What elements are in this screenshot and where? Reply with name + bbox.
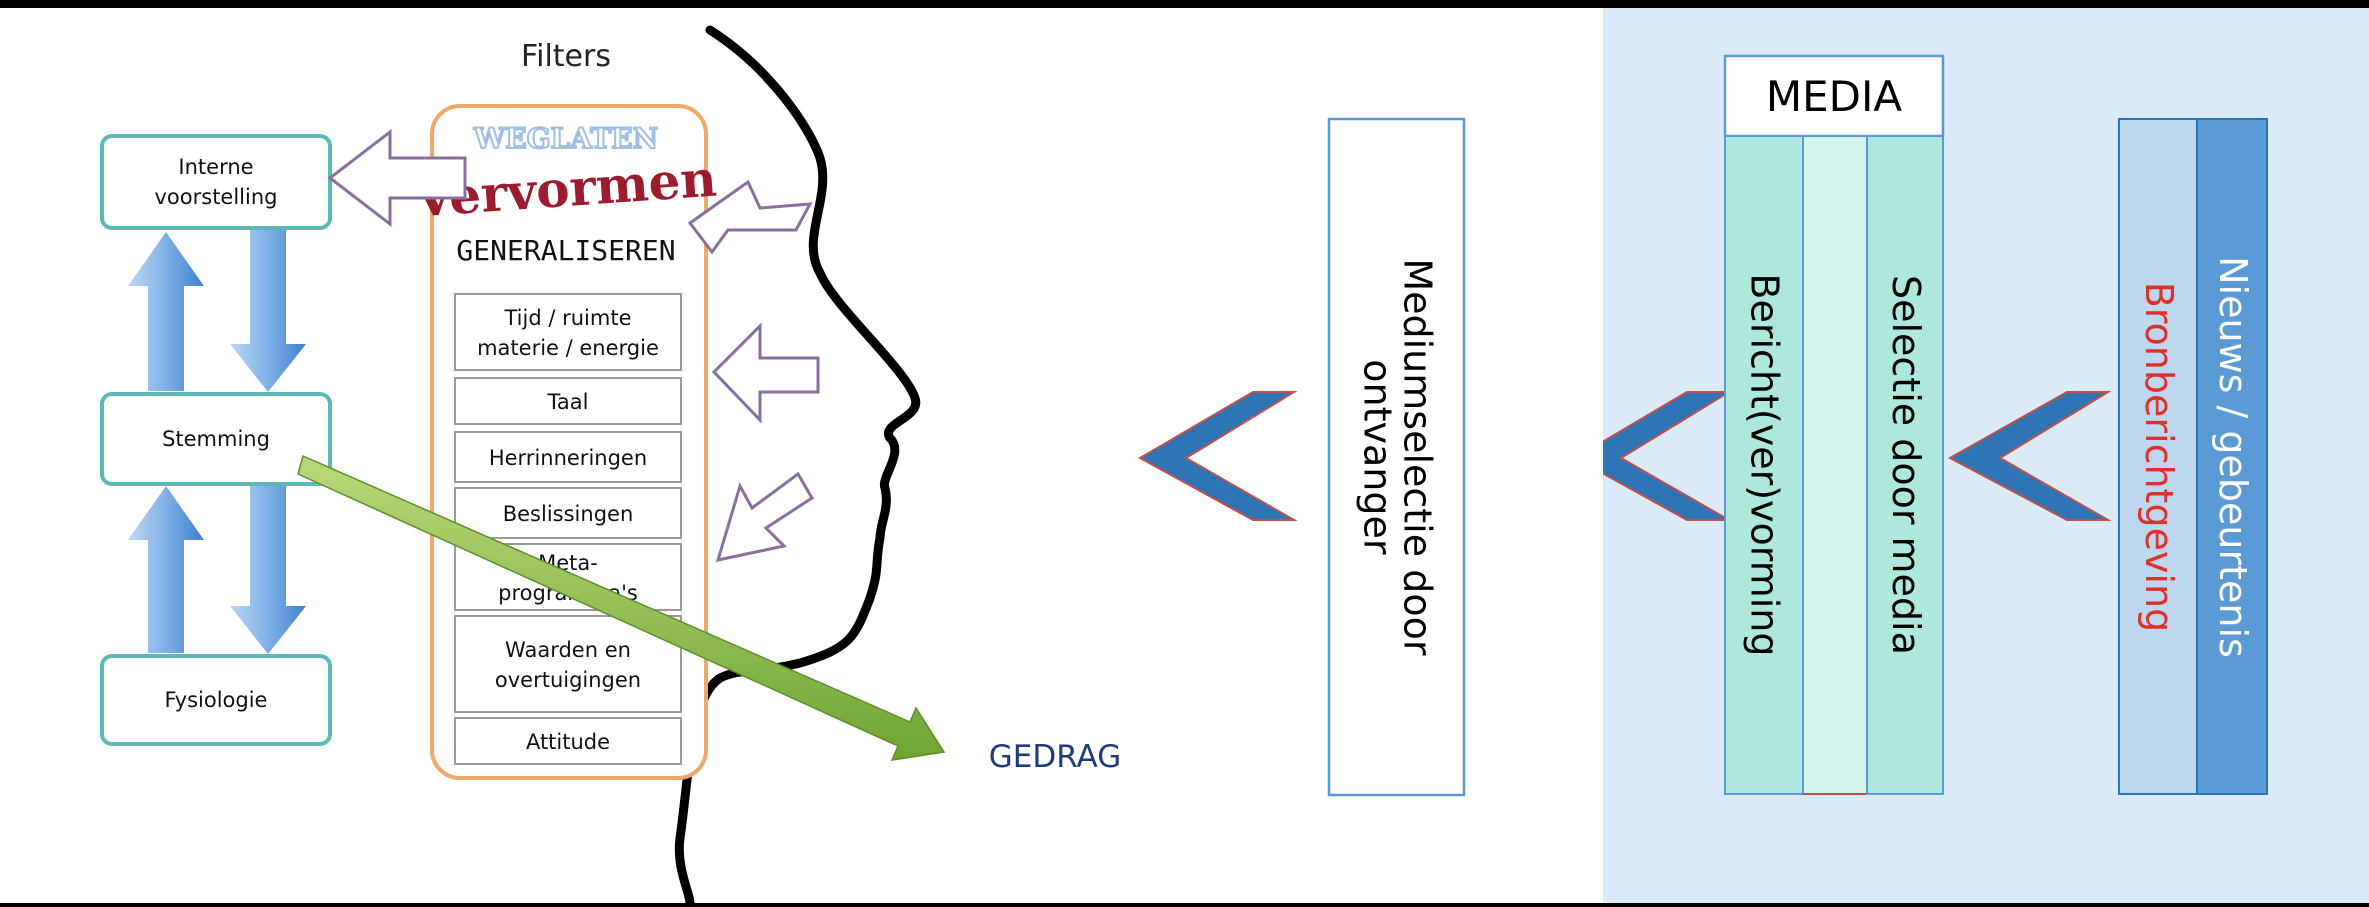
selectie-media-column [1866,135,1944,795]
weglaten-label: WEGLATEN [473,122,658,155]
filter-item-box-attitude [454,717,682,765]
filter-item-label-attitude-1: Attitude [526,730,610,754]
outline-arrow-bottom [715,471,815,562]
filter-item-box-taal [454,377,682,425]
communication-model-panel: Filters WEGLATEN Vervormen GENERALISEREN… [0,8,1603,907]
nieuws-label: Nieuws / gebeurtenis [2210,255,2255,658]
mediumselectie-box [1327,117,1466,797]
interne-voorstelling-line1: Interne [178,155,253,179]
filter-item-box-herrinneringen [454,431,682,483]
bericht-vorming-label: Bericht(ver)vorming [1742,273,1787,657]
filter-item-label-beslissingen-1: Beslissingen [503,502,634,526]
stemming-box [100,392,332,486]
outline-arrow-top [687,179,813,255]
nieuws-wrap: Nieuws / gebeurtenis [2197,119,2267,794]
outline-arrow-middle [711,322,820,424]
green-arrow-stemming-to-gedrag [297,454,946,761]
filter-item-label-waarden-overtuigingen-1: Waarden en [505,638,631,662]
filters-title: Filters [521,39,611,74]
arrow-up-fysiologie-to-stemming [128,486,204,653]
filter-item-box-tijd-ruimte [454,293,682,371]
bronberichtgeving-wrap: Bronberichtgeving [2119,119,2197,794]
media-header-box [1723,54,1945,138]
media-middle-column [1802,135,1868,795]
fysiologie-label: Fysiologie [165,688,268,712]
filter-item-label-tijd-ruimte-1: Tijd / ruimte [504,306,632,330]
media-model-panel: MEDIA Bericht(ver)vorming Selectie door … [1572,8,2369,903]
filter-items-list: Tijd / ruimte materie / energieTaalHerrin… [454,293,682,765]
bericht-vorming-wrap: Bericht(ver)vorming [1725,136,1803,794]
bronberichtgeving-label: Bronberichtgeving [2136,281,2181,632]
arrow-down-stemming-to-fysiologie [230,486,306,654]
media-header-label: MEDIA [1765,71,1903,121]
filter-item-label-tijd-ruimte-2: materie / energie [477,336,659,360]
bericht-vorming-column [1724,135,1804,795]
interne-voorstelling-box [100,134,332,230]
mediumselectie-line1: Mediumselectie door [1395,258,1440,656]
arrow-up-stemming-to-interne [128,232,204,391]
filter-item-label-taal-1: Taal [547,390,589,414]
filter-item-box-beslissingen [454,487,682,539]
media-header-wrap: MEDIA [1725,56,1943,136]
gedrag-label: GEDRAG [989,739,1121,775]
selectie-media-wrap: Selectie door media [1867,136,1943,794]
chevron-arrow-left-2 [1572,391,1733,521]
filter-item-label-waarden-overtuigingen-2: overtuigingen [495,668,641,692]
interne-voorstelling-line2: voorstelling [155,185,278,209]
chevron-arrow-left-1 [1137,391,1298,521]
filter-item-box-waarden-overtuigingen [454,615,682,713]
nlp-communication-diagram: Filters WEGLATEN Vervormen GENERALISEREN… [100,25,1466,907]
mediumselectie-line2: ontvanger [1355,359,1400,555]
stemming-label: Stemming [162,427,270,451]
nieuws-column [2196,118,2268,795]
generaliseren-label: GENERALISEREN [456,234,675,267]
fysiologie-box [100,654,332,746]
chevron-arrow-left-3 [1947,391,2112,521]
selectie-media-label: Selectie door media [1883,275,1928,655]
filter-item-label-herrinneringen-1: Herrinneringen [489,446,647,470]
mediumselectie-text-wrap: Mediumselectie door ontvanger [1329,119,1464,795]
outline-arrow-filters-to-interne [327,128,467,228]
media-model-shapes [1572,54,2268,795]
arrow-down-interne-to-stemming [230,230,306,392]
